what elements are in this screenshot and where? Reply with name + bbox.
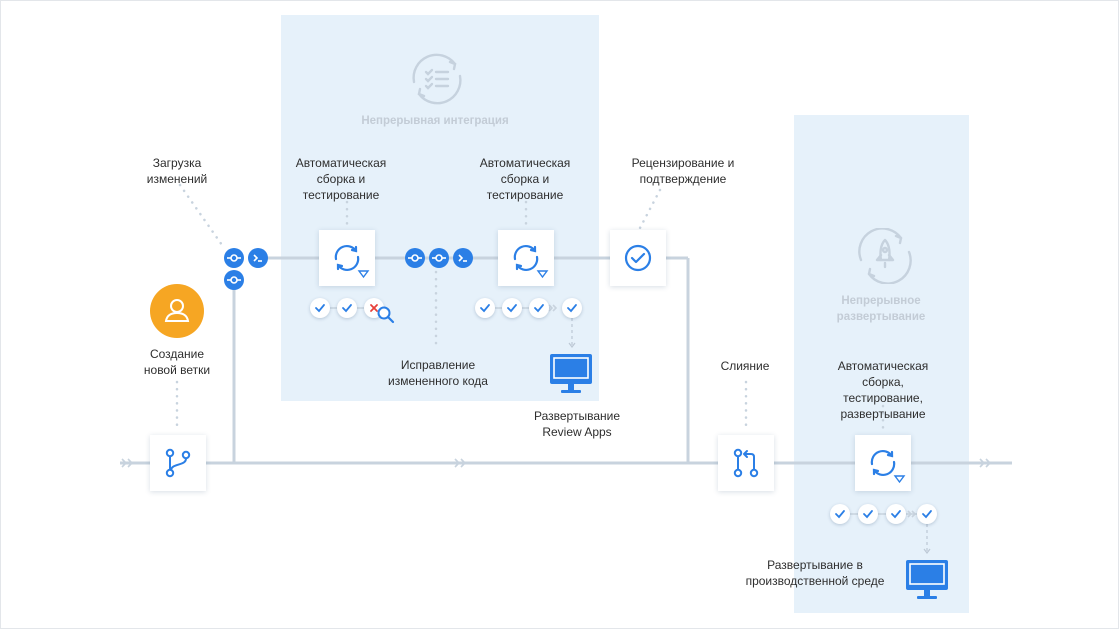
commit-node-1 xyxy=(224,248,244,268)
review-label: Рецензирование и подтверждение xyxy=(631,156,735,186)
check-6 xyxy=(562,298,582,318)
magnifier-icon xyxy=(377,306,395,324)
check-icon xyxy=(567,304,577,313)
check-icon xyxy=(922,510,932,519)
cd-panel-title: Непрерывное развертывание xyxy=(836,295,926,323)
upload-label: Загрузка изменений xyxy=(146,156,208,186)
merge-label: Слияние xyxy=(720,359,770,373)
rocket-cycle-icon xyxy=(858,228,912,284)
check-4 xyxy=(502,298,522,318)
check-1 xyxy=(310,298,330,318)
commit-node-4 xyxy=(429,248,449,268)
check-icon xyxy=(342,304,352,313)
git-merge-icon xyxy=(733,448,759,478)
auto-build-label-2: Автоматическая сборка и тестирование xyxy=(479,156,571,202)
check-icon xyxy=(835,510,845,519)
cd-panel xyxy=(794,115,969,613)
build-tile-1 xyxy=(319,230,375,286)
commit-node-2 xyxy=(224,270,244,290)
user-avatar xyxy=(150,284,204,338)
check-circle-icon xyxy=(624,244,652,272)
create-branch-label: Создание новой ветки xyxy=(143,347,211,377)
error-x-icon xyxy=(370,304,378,312)
terminal-node-2 xyxy=(453,248,473,268)
monitor-icon xyxy=(906,560,948,599)
check-icon xyxy=(891,510,901,519)
auto-build-label-1: Автоматическая сборка и тестирование xyxy=(295,156,387,202)
branch-tile xyxy=(150,435,206,491)
check-icon xyxy=(863,510,873,519)
sync-icon xyxy=(870,449,906,484)
build-tile-2 xyxy=(498,230,554,286)
deploy-review-apps-label: Развертывание Review Apps xyxy=(533,409,620,439)
check-7 xyxy=(830,504,850,524)
check-icon xyxy=(507,304,517,313)
check-icon xyxy=(315,304,325,313)
check-8 xyxy=(858,504,878,524)
deploy-production-label: Развертывание в производственной среде xyxy=(745,558,885,588)
monitor-icon xyxy=(550,354,592,393)
terminal-icon xyxy=(458,254,467,262)
terminal-node-1 xyxy=(248,248,268,268)
merge-tile xyxy=(718,435,774,491)
sync-icon xyxy=(334,244,370,279)
commit-icon xyxy=(432,254,446,262)
check-10 xyxy=(917,504,937,524)
commit-icon xyxy=(227,254,241,262)
build-tile-3 xyxy=(855,435,911,491)
check-2 xyxy=(337,298,357,318)
commit-node-3 xyxy=(405,248,425,268)
commit-icon xyxy=(227,276,241,284)
fix-code-label: Исправление измененного кода xyxy=(388,358,488,388)
checklist-cycle-icon xyxy=(412,53,462,105)
git-branch-icon xyxy=(165,448,191,478)
check-icon xyxy=(480,304,490,313)
check-icon xyxy=(534,304,544,313)
check-9 xyxy=(886,504,906,524)
user-icon xyxy=(164,299,190,322)
check-3 xyxy=(475,298,495,318)
sync-icon xyxy=(513,244,549,279)
terminal-icon xyxy=(253,254,262,262)
auto-build-deploy-label: Автоматическая сборка, тестирование, раз… xyxy=(837,359,929,421)
ci-panel-title: Непрерывная интеграция xyxy=(361,115,509,127)
review-tile xyxy=(610,230,666,286)
check-5 xyxy=(529,298,549,318)
commit-icon xyxy=(408,254,422,262)
